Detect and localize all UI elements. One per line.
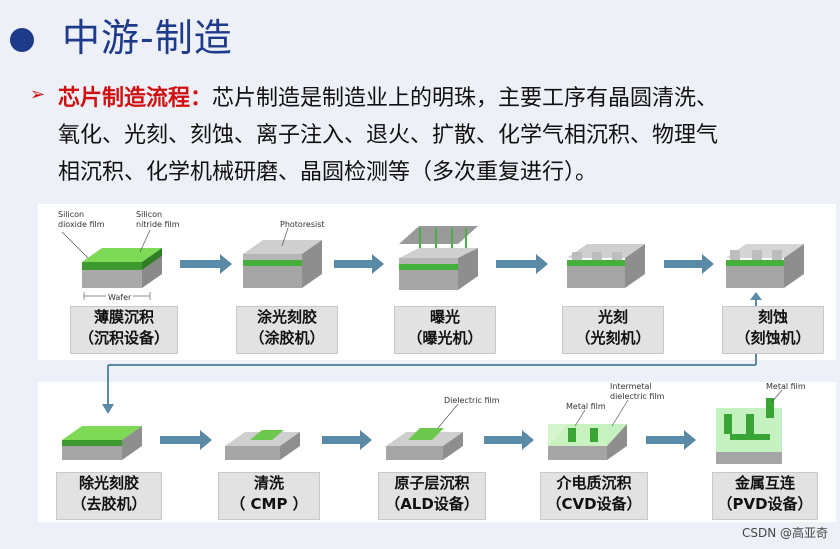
stage-cvd-illustration	[548, 399, 629, 460]
label-metal-film-2: Metal film	[766, 382, 806, 391]
step-caption-strip: 除光刻胶（去胶机）	[56, 472, 162, 520]
stage-photoresist-illustration	[243, 227, 322, 288]
step-caption-etching: 刻蚀（刻蚀机）	[722, 306, 824, 354]
title-bullet	[10, 28, 34, 52]
stage-cleaning-illustration	[225, 430, 300, 460]
label-metal-film: Metal film	[566, 402, 606, 411]
stage-strip-illustration	[62, 426, 142, 460]
step-caption-deposition: 薄膜沉积（沉积设备）	[70, 306, 178, 354]
step-caption-exposure: 曝光（曝光机）	[394, 306, 496, 354]
stage-etching-illustration	[726, 244, 804, 288]
step-caption-cvd: 介电质沉积（CVD设备）	[540, 472, 648, 520]
label-wafer: Wafer	[106, 293, 134, 303]
intro-paragraph: 芯片制造流程：芯片制造是制造业上的明珠，主要工序有晶圆清洗、 氧化、光刻、刻蚀、…	[58, 80, 828, 191]
flow-arrows-row1	[180, 254, 714, 274]
step-caption-pvd: 金属互连（PVD设备）	[712, 472, 818, 520]
label-dielectric-film: Dielectric film	[444, 396, 500, 405]
step-caption-coating: 涂光刻胶（涂胶机）	[236, 306, 338, 354]
intro-line-2: 氧化、光刻、刻蚀、离子注入、退火、扩散、化学气相沉积、物理气	[58, 123, 719, 148]
stage-lithography-illustration	[567, 244, 645, 288]
stage-ald-illustration	[386, 403, 463, 460]
flow-arrows-row2	[160, 430, 696, 450]
watermark: CSDN @高亚奇	[741, 526, 828, 540]
stage-deposition-illustration	[61, 229, 162, 300]
stage-pvd-illustration	[716, 389, 783, 464]
label-photoresist: Photoresist	[280, 220, 325, 229]
stage-exposure-illustration	[399, 226, 478, 290]
intro-line-3: 相沉积、化学机械研磨、晶圆检测等（多次重复进行）。	[58, 160, 598, 185]
step-caption-ald: 原子层沉积（ALD设备）	[378, 472, 486, 520]
step-caption-lithography: 光刻（光刻机）	[562, 306, 664, 354]
intro-line-1: 芯片制造是制造业上的明珠，主要工序有晶圆清洗、	[212, 86, 719, 111]
bullet-arrow-icon: ➢	[30, 84, 46, 105]
step-caption-cleaning: 清洗（ CMP ）	[218, 472, 320, 520]
intro-highlight: 芯片制造流程：	[58, 86, 213, 111]
slide-title: 中游-制造	[62, 16, 233, 60]
